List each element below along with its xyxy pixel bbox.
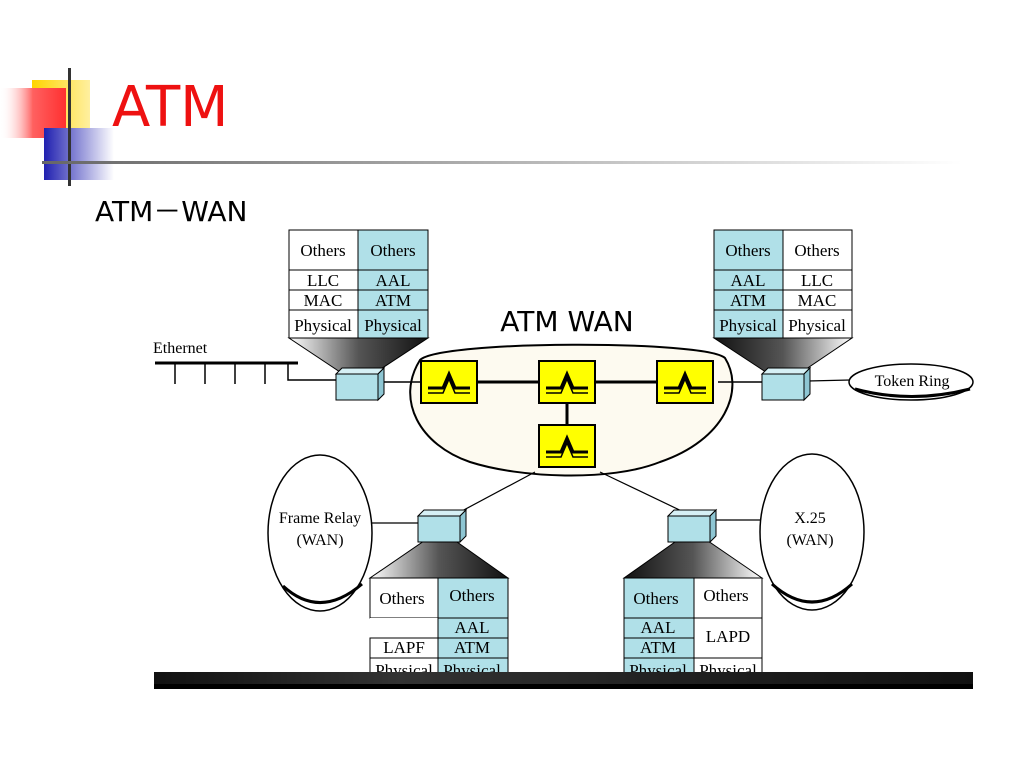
stack-layer-label: ATM xyxy=(454,638,490,657)
atm-switch-4 xyxy=(538,424,596,468)
stack-layer-label: Others xyxy=(633,589,678,608)
stack-layer-label: Physical xyxy=(294,316,352,335)
stack-layer-label: AAL xyxy=(641,618,676,637)
atm-switch-1 xyxy=(420,360,478,404)
protocol-stack-top-right: Others AAL ATM Physical Others LLC MAC P… xyxy=(713,229,853,339)
stack-layer-label: Others xyxy=(703,586,748,605)
frame-relay-label-2: (WAN) xyxy=(296,532,343,549)
x25-label-1: X.25 xyxy=(794,510,826,527)
endpoint-device-bottom-left xyxy=(416,508,468,544)
frame-relay-wan xyxy=(267,454,373,612)
stack-layer-label: AAL xyxy=(455,618,490,637)
x25-label-2: (WAN) xyxy=(786,532,833,549)
stack-layer-label: LLC xyxy=(801,271,833,290)
page-subtitle: ATM－WAN xyxy=(95,195,248,228)
ethernet-drop xyxy=(287,363,336,381)
stack-layer-label: LLC xyxy=(307,271,339,290)
atm-wan-label: ATM WAN xyxy=(500,305,633,338)
token-ring-label: Token Ring xyxy=(875,373,950,390)
endpoint-device-top-left xyxy=(334,366,386,402)
ethernet-label: Ethernet xyxy=(153,340,208,357)
protocol-stack-bottom-left: Others LAPF Physical Others AAL ATM Phys… xyxy=(369,577,509,680)
x25-wan xyxy=(759,453,865,611)
token-ring xyxy=(848,363,974,401)
stack-layer-label: Others xyxy=(370,241,415,260)
atm-switch-3 xyxy=(656,360,714,404)
stack-layer-label: Others xyxy=(379,589,424,608)
stack-layer-label: Others xyxy=(794,241,839,260)
frame-relay-label-1: Frame Relay xyxy=(279,510,361,527)
stack-layer-label: LAPD xyxy=(706,627,750,646)
stack-layer-label: Physical xyxy=(364,316,422,335)
protocol-stack-top-left: Others LLC MAC Physical Others AAL ATM P… xyxy=(288,229,429,339)
stack-layer-label: AAL xyxy=(731,271,766,290)
title-underline xyxy=(42,161,962,164)
deco-blue-square xyxy=(44,128,114,180)
stack-layer-label: Physical xyxy=(719,316,777,335)
stack-layer-label: MAC xyxy=(304,291,343,310)
stack-layer-label: Physical xyxy=(788,316,846,335)
atm-wan-cloud xyxy=(409,343,734,477)
stack-layer-label: AAL xyxy=(376,271,411,290)
protocol-stack-bottom-right: Others AAL ATM Physical Others LAPD Phys… xyxy=(623,577,763,680)
page-title: ATM xyxy=(112,75,229,140)
link-token-ring xyxy=(807,379,851,382)
endpoint-device-top-right xyxy=(760,366,812,402)
stack-layer-label: ATM xyxy=(640,638,676,657)
atm-switch-2 xyxy=(538,360,596,404)
stack-layer-label: LAPF xyxy=(383,638,425,657)
title-decoration xyxy=(0,68,962,186)
endpoint-device-bottom-right xyxy=(666,508,718,544)
deco-vertical-line xyxy=(68,68,71,186)
stack-layer-label: Others xyxy=(725,241,770,260)
stack-layer-label: Others xyxy=(449,586,494,605)
link-bottom-right xyxy=(599,471,691,516)
stack-layer-label: ATM xyxy=(730,291,766,310)
link-bottom-left xyxy=(459,471,536,513)
stack-layer-label: MAC xyxy=(798,291,837,310)
stack-layer-label: ATM xyxy=(375,291,411,310)
stack-layer-label: Others xyxy=(300,241,345,260)
